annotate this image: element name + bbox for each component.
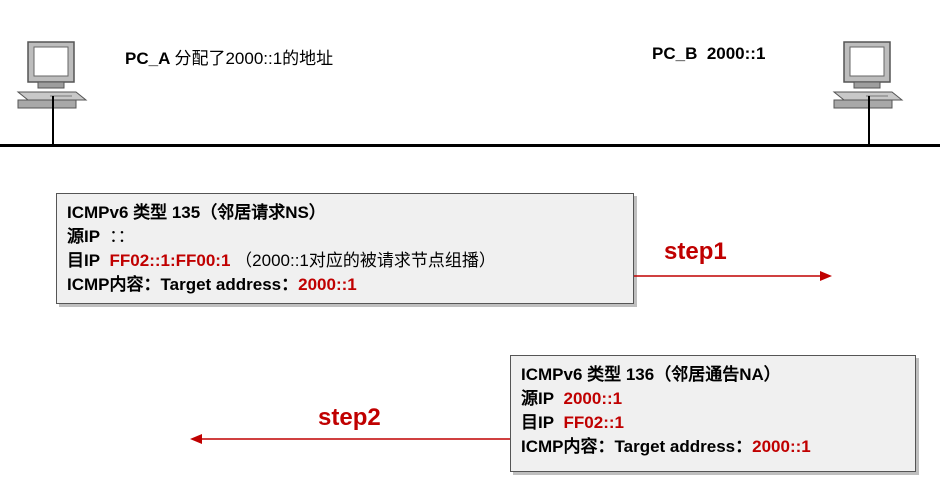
na-dst-value: FF02::1 [563, 413, 624, 432]
network-bus-line [0, 144, 940, 147]
pc-a-desc: 分配了2000::1的地址 [174, 49, 334, 68]
ns-content-line: ICMP内容：Target address：2000::1 [67, 273, 623, 297]
ns-src-label: 源IP [67, 227, 100, 246]
na-message-box: ICMPv6 类型 136（邻居通告NA） 源IP 2000::1 目IP FF… [510, 355, 916, 472]
na-content-line: ICMP内容：Target address：2000::1 [521, 435, 905, 459]
ns-dst-label: 目IP [67, 251, 101, 270]
pc-b-name: PC_B [652, 44, 698, 63]
na-dst-line: 目IP FF02::1 [521, 411, 905, 435]
computer-b-icon [832, 41, 904, 109]
na-src-line: 源IP 2000::1 [521, 387, 905, 411]
ns-dst-line: 目IP FF02::1:FF00:1 （2000::1对应的被请求节点组播） [67, 249, 623, 273]
pc-a-cable [52, 96, 54, 146]
ns-message-box: ICMPv6 类型 135（邻居请求NS） 源IP ：： 目IP FF02::1… [56, 193, 634, 304]
pc-a-name: PC_A [125, 49, 170, 68]
ns-src-value: ：： [109, 227, 135, 246]
ns-src-line: 源IP ：： [67, 225, 623, 249]
ns-content-label: ICMP内容：Target address： [67, 275, 299, 294]
pc-b-label: PC_B 2000::1 [652, 44, 765, 64]
pc-b-cable [868, 96, 870, 146]
na-type-line: ICMPv6 类型 136（邻居通告NA） [521, 365, 781, 384]
pc-b-addr: 2000::1 [706, 44, 766, 63]
na-src-label: 源IP [521, 389, 555, 408]
computer-a-icon [16, 41, 88, 109]
ns-content-value: 2000::1 [298, 275, 357, 294]
na-content-value: 2000::1 [752, 437, 811, 456]
ns-dst-value: FF02::1:FF00:1 [109, 251, 231, 270]
na-content-label: ICMP内容：Target address： [521, 437, 753, 456]
na-src-value: 2000::1 [563, 389, 623, 408]
step2-label: step2 [318, 404, 381, 431]
ns-dst-note: （2000::1对应的被请求节点组播） [235, 251, 496, 270]
na-dst-label: 目IP [521, 413, 555, 432]
ns-type-line: ICMPv6 类型 135（邻居请求NS） [67, 203, 326, 222]
step1-arrow [634, 271, 832, 281]
step1-label: step1 [664, 238, 727, 265]
pc-a-label: PC_A 分配了2000::1的地址 [125, 44, 333, 69]
step2-arrow [190, 434, 510, 444]
